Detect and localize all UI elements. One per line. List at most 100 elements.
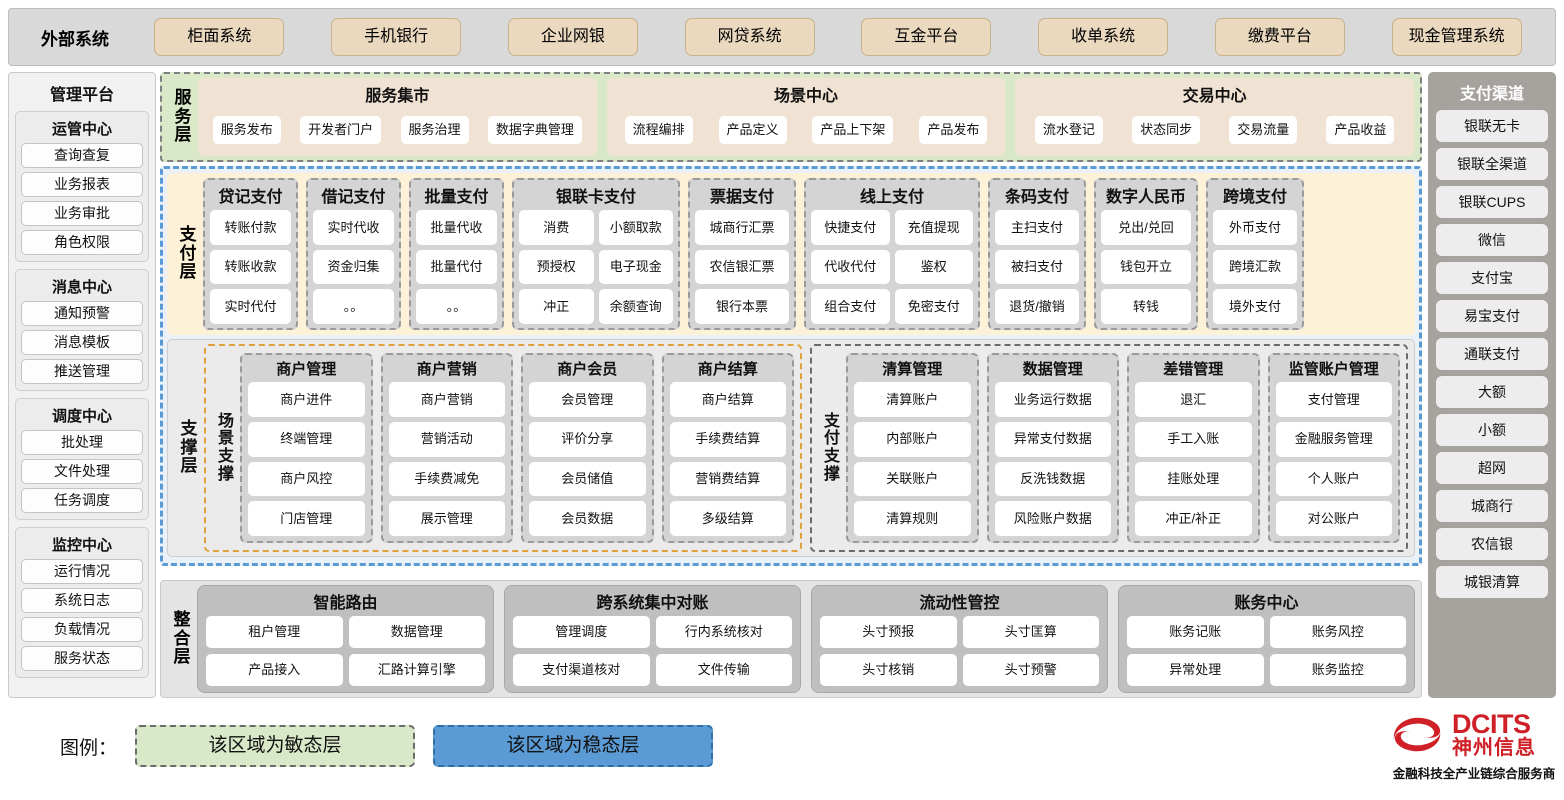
support-item[interactable]: 评价分享 xyxy=(529,421,646,457)
payment-item[interactable]: 快捷支付 xyxy=(811,210,890,245)
support-item[interactable]: 营销费结算 xyxy=(669,461,786,497)
external-system-chip[interactable]: 缴费平台 xyxy=(1214,18,1345,56)
support-item[interactable]: 内部账户 xyxy=(854,421,971,457)
payment-channel-item[interactable]: 微信 xyxy=(1436,224,1548,256)
payment-item[interactable]: 充值提现 xyxy=(894,210,973,245)
integration-item[interactable]: 头寸预报 xyxy=(820,616,957,648)
integration-item[interactable]: 账务记账 xyxy=(1127,616,1264,648)
integration-item[interactable]: 头寸核销 xyxy=(820,654,957,686)
payment-item[interactable]: 转账收款 xyxy=(210,249,291,285)
support-item[interactable]: 营销活动 xyxy=(388,421,505,457)
management-item[interactable]: 业务报表 xyxy=(21,172,143,197)
support-item[interactable]: 手续费结算 xyxy=(669,421,786,457)
payment-item[interactable]: 境外支付 xyxy=(1213,289,1297,324)
integration-item[interactable]: 头寸匡算 xyxy=(962,616,1099,648)
payment-item[interactable]: 实时代收 xyxy=(313,210,394,245)
payment-item[interactable]: 代收代付 xyxy=(811,249,890,285)
payment-item[interactable]: 兑出/兑回 xyxy=(1101,210,1191,245)
service-item[interactable]: 交易流量 xyxy=(1229,115,1298,144)
integration-item[interactable]: 头寸预警 xyxy=(962,654,1099,686)
payment-channel-item[interactable]: 城银清算 xyxy=(1436,566,1548,598)
management-item[interactable]: 运行情况 xyxy=(21,559,143,584)
service-item[interactable]: 服务发布 xyxy=(212,115,281,144)
payment-channel-item[interactable]: 小额 xyxy=(1436,414,1548,446)
payment-channel-item[interactable]: 通联支付 xyxy=(1436,338,1548,370)
payment-item[interactable]: 转账付款 xyxy=(210,210,291,245)
payment-channel-item[interactable]: 超网 xyxy=(1436,452,1548,484)
payment-item[interactable]: 跨境汇款 xyxy=(1213,249,1297,285)
payment-channel-item[interactable]: 城商行 xyxy=(1436,490,1548,522)
support-item[interactable]: 对公账户 xyxy=(1275,501,1392,536)
service-item[interactable]: 数据字典管理 xyxy=(487,115,582,144)
service-item[interactable]: 产品发布 xyxy=(919,115,988,144)
payment-item[interactable]: 余额查询 xyxy=(598,289,673,324)
payment-item[interactable]: 批量代收 xyxy=(416,210,497,245)
management-item[interactable]: 系统日志 xyxy=(21,588,143,613)
management-item[interactable]: 批处理 xyxy=(21,430,143,455)
support-item[interactable]: 商户结算 xyxy=(669,382,786,417)
integration-item[interactable]: 管理调度 xyxy=(513,616,650,648)
external-system-chip[interactable]: 企业网银 xyxy=(507,18,638,56)
management-item[interactable]: 查询查复 xyxy=(21,143,143,168)
external-system-chip[interactable]: 柜面系统 xyxy=(154,18,285,56)
external-system-chip[interactable]: 收单系统 xyxy=(1038,18,1169,56)
support-item[interactable]: 异常支付数据 xyxy=(994,421,1111,457)
integration-item[interactable]: 异常处理 xyxy=(1127,654,1264,686)
support-item[interactable]: 商户进件 xyxy=(248,382,365,417)
management-item[interactable]: 消息模板 xyxy=(21,330,143,355)
support-item[interactable]: 反洗钱数据 xyxy=(994,461,1111,497)
payment-item[interactable]: 退货/撤销 xyxy=(995,289,1079,324)
support-item[interactable]: 展示管理 xyxy=(388,501,505,536)
service-item[interactable]: 服务治理 xyxy=(400,115,469,144)
support-item[interactable]: 支付管理 xyxy=(1275,382,1392,417)
management-item[interactable]: 业务审批 xyxy=(21,201,143,226)
support-item[interactable]: 清算账户 xyxy=(854,382,971,417)
payment-item[interactable]: 预授权 xyxy=(519,249,594,285)
payment-item[interactable]: 免密支付 xyxy=(894,289,973,324)
management-item[interactable]: 角色权限 xyxy=(21,230,143,255)
payment-item[interactable]: 被扫支付 xyxy=(995,249,1079,285)
support-item[interactable]: 商户风控 xyxy=(248,461,365,497)
payment-item[interactable]: 转钱 xyxy=(1101,289,1191,324)
integration-item[interactable]: 账务监控 xyxy=(1269,654,1406,686)
service-item[interactable]: 产品上下架 xyxy=(812,115,894,144)
support-item[interactable]: 多级结算 xyxy=(669,501,786,536)
support-item[interactable]: 风险账户数据 xyxy=(994,501,1111,536)
management-item[interactable]: 文件处理 xyxy=(21,459,143,484)
integration-item[interactable]: 账务风控 xyxy=(1269,616,1406,648)
payment-item[interactable]: 主扫支付 xyxy=(995,210,1079,245)
payment-channel-item[interactable]: 大额 xyxy=(1436,376,1548,408)
management-item[interactable]: 服务状态 xyxy=(21,646,143,671)
payment-item[interactable]: 实时代付 xyxy=(210,289,291,324)
payment-item[interactable]: 资金归集 xyxy=(313,249,394,285)
integration-item[interactable]: 产品接入 xyxy=(206,654,343,686)
payment-channel-item[interactable]: 银联CUPS xyxy=(1436,186,1548,218)
payment-channel-item[interactable]: 易宝支付 xyxy=(1436,300,1548,332)
service-item[interactable]: 流程编排 xyxy=(624,115,693,144)
integration-item[interactable]: 文件传输 xyxy=(655,654,792,686)
integration-item[interactable]: 支付渠道核对 xyxy=(513,654,650,686)
payment-item[interactable]: 电子现金 xyxy=(598,249,673,285)
support-item[interactable]: 个人账户 xyxy=(1275,461,1392,497)
support-item[interactable]: 冲正/补正 xyxy=(1135,501,1252,536)
payment-item[interactable]: 小额取款 xyxy=(598,210,673,245)
external-system-chip[interactable]: 手机银行 xyxy=(331,18,462,56)
support-item[interactable]: 退汇 xyxy=(1135,382,1252,417)
payment-item[interactable]: 冲正 xyxy=(519,289,594,324)
payment-item[interactable]: 。。 xyxy=(313,289,394,324)
support-item[interactable]: 关联账户 xyxy=(854,461,971,497)
payment-item[interactable]: 外币支付 xyxy=(1213,210,1297,245)
support-item[interactable]: 会员管理 xyxy=(529,382,646,417)
payment-channel-item[interactable]: 银联无卡 xyxy=(1436,110,1548,142)
support-item[interactable]: 手工入账 xyxy=(1135,421,1252,457)
payment-item[interactable]: 组合支付 xyxy=(811,289,890,324)
management-item[interactable]: 通知预警 xyxy=(21,301,143,326)
support-item[interactable]: 挂账处理 xyxy=(1135,461,1252,497)
payment-item[interactable]: 消费 xyxy=(519,210,594,245)
support-item[interactable]: 会员数据 xyxy=(529,501,646,536)
payment-item[interactable]: 城商行汇票 xyxy=(695,210,789,245)
integration-item[interactable]: 汇路计算引擎 xyxy=(348,654,485,686)
payment-channel-item[interactable]: 农信银 xyxy=(1436,528,1548,560)
integration-item[interactable]: 租户管理 xyxy=(206,616,343,648)
support-item[interactable]: 金融服务管理 xyxy=(1275,421,1392,457)
